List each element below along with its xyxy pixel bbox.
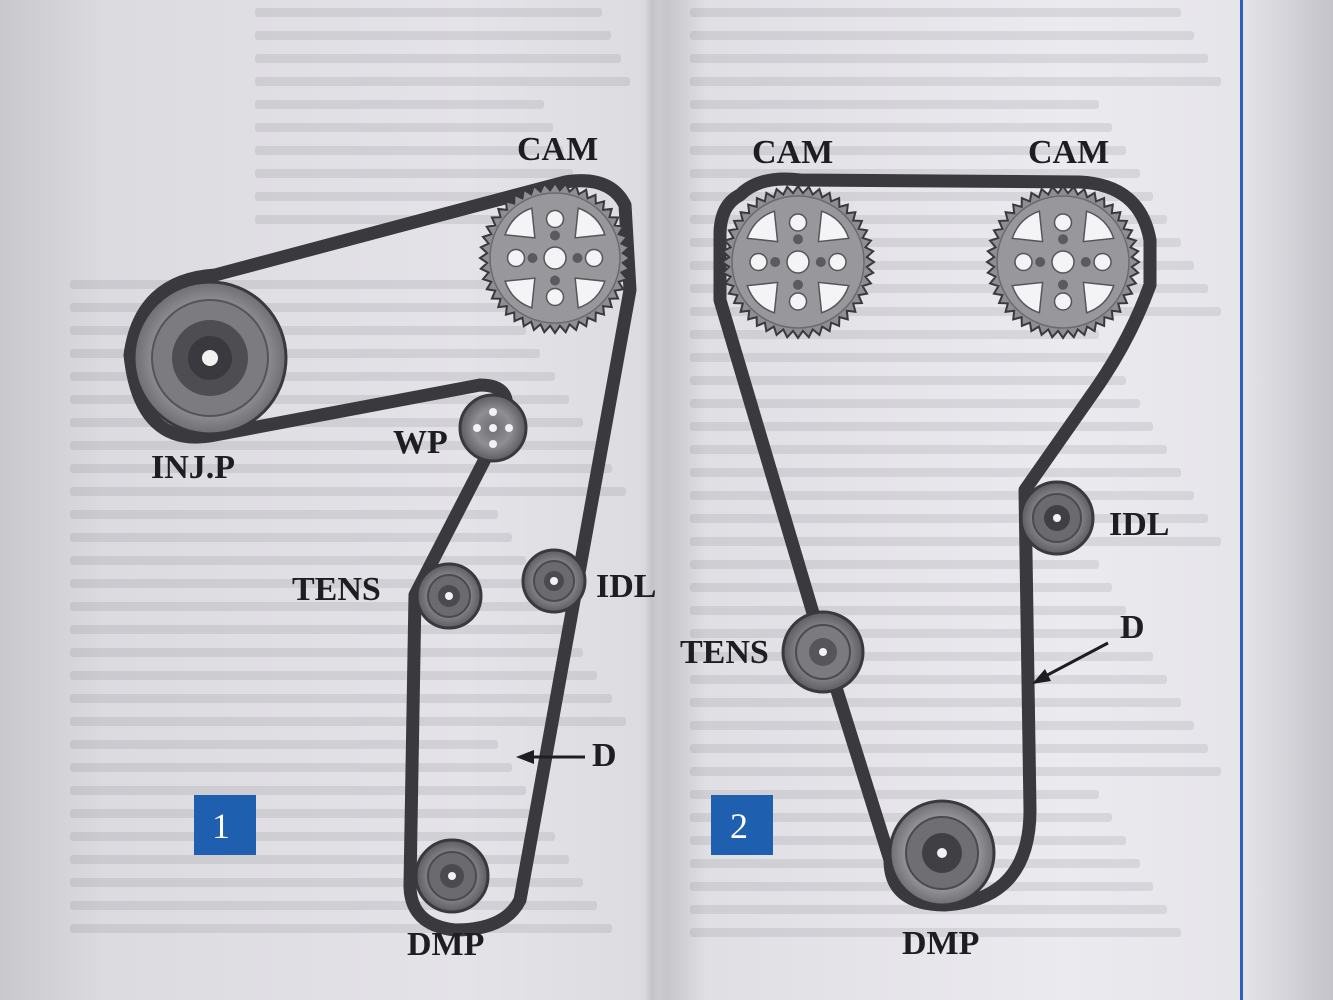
label-cam-fig2-left: CAM <box>752 134 833 171</box>
figure-number-2: 2 <box>730 806 748 846</box>
cam-sprocket-fig1 <box>478 181 632 335</box>
label-dmp-fig1: DMP <box>407 926 484 963</box>
figure-1: CAM INJ.P WP TENS IDL DMP D 1 <box>123 131 656 963</box>
water-pump-pulley <box>458 393 528 463</box>
label-idl-fig1: IDL <box>596 568 656 605</box>
figure-number-badge-1 <box>194 795 256 855</box>
tensioner-pulley-fig2 <box>781 610 865 694</box>
figure-number-1: 1 <box>212 806 230 846</box>
label-d-fig2: D <box>1120 609 1145 646</box>
figure-number-badge-2 <box>711 795 773 855</box>
label-tens-fig1: TENS <box>292 571 381 608</box>
label-dmp-fig2: DMP <box>902 925 979 962</box>
tensioner-pulley-fig1 <box>415 562 483 630</box>
page-gutter <box>645 0 659 1000</box>
label-inj-pump: INJ.P <box>151 449 235 486</box>
cam-sprocket-fig2-left <box>720 184 876 340</box>
label-cam-fig1: CAM <box>517 131 598 168</box>
label-idl-fig2: IDL <box>1109 506 1169 543</box>
idler-pulley-fig2 <box>1019 480 1095 556</box>
belt-pointer-arrow-fig2 <box>1032 641 1109 684</box>
page-edge-rule <box>1240 0 1243 1000</box>
label-d-fig1: D <box>592 737 617 774</box>
crankshaft-damper-pulley-fig2 <box>888 799 996 907</box>
figure-2: CAM CAM IDL TENS DMP D 2 <box>680 134 1169 962</box>
crankshaft-damper-pulley-fig1 <box>414 838 490 914</box>
cam-sprocket-fig2-right <box>985 184 1141 340</box>
idler-pulley-fig1 <box>521 548 587 614</box>
label-water-pump: WP <box>393 424 448 461</box>
label-tens-fig2: TENS <box>680 634 769 671</box>
belt-pointer-arrow-fig1 <box>516 750 585 764</box>
inj-pump-pulley <box>132 280 288 436</box>
label-cam-fig2-right: CAM <box>1028 134 1109 171</box>
